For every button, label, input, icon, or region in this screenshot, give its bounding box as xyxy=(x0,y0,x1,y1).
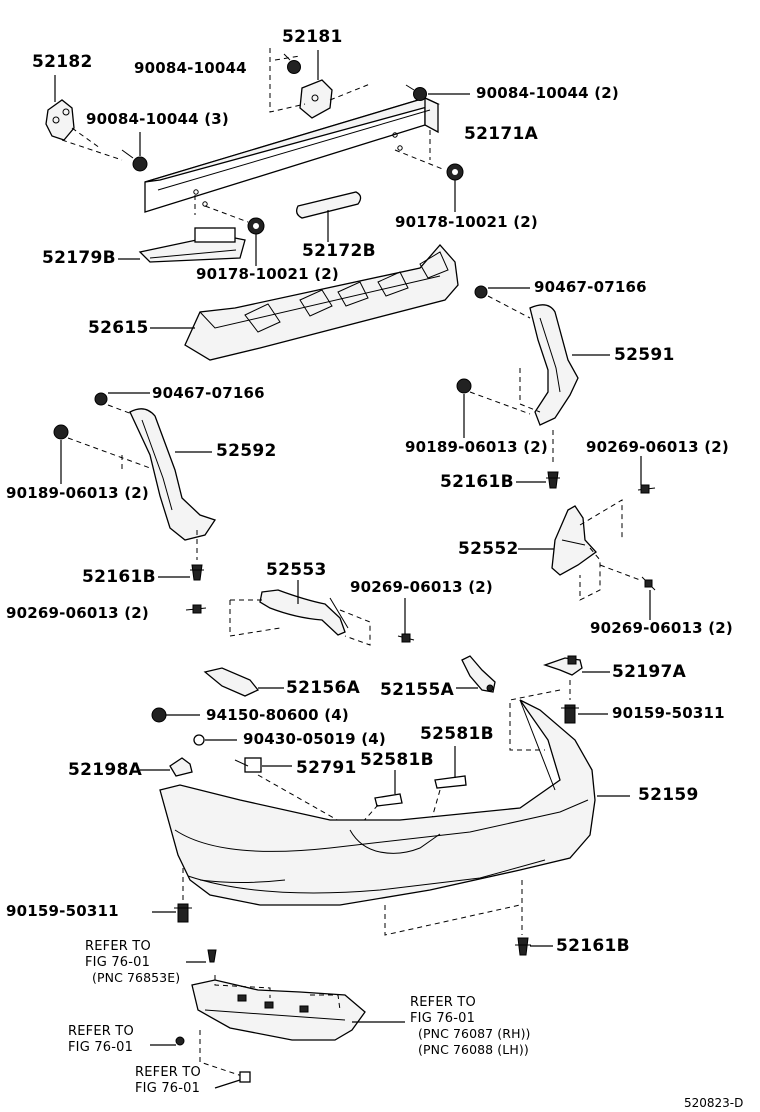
rivet-90269-l1 xyxy=(185,604,207,614)
label-52197a: 52197A xyxy=(612,662,687,682)
label-52172b: 52172B xyxy=(302,241,376,261)
label-90159-50311-left: 90159-50311 xyxy=(6,902,119,920)
rivet-52161b-1 xyxy=(546,471,560,489)
clip-90430 xyxy=(193,734,205,746)
label-90269-06013-r1: 90269-06013 (2) xyxy=(586,438,729,456)
refer-3-line1: REFER TO xyxy=(68,1024,134,1039)
bumper-reinforcement-52171a xyxy=(144,96,440,213)
rivet-52161b-2 xyxy=(190,564,204,581)
pad-52179b xyxy=(138,227,246,263)
label-52552: 52552 xyxy=(458,539,519,559)
bolt-90084-top xyxy=(283,53,301,74)
extension-52553 xyxy=(259,589,349,636)
label-52581b-2: 52581B xyxy=(420,724,494,744)
label-90430-05019: 90430-05019 (4) xyxy=(243,730,386,748)
label-90269-06013-l1: 90269-06013 (2) xyxy=(6,604,149,622)
label-52591: 52591 xyxy=(614,345,675,365)
retainer-52592 xyxy=(129,408,217,541)
nut-90178-right xyxy=(446,163,464,181)
bracket-52156a xyxy=(203,667,260,697)
label-52179b: 52179B xyxy=(42,248,116,268)
label-52156a: 52156A xyxy=(286,678,361,698)
screw-90467-left xyxy=(94,392,108,406)
screw-90467-right xyxy=(474,285,488,299)
retainer-52591 xyxy=(529,304,579,426)
bumper-cover-52159 xyxy=(159,699,596,906)
refer-2-line4: (PNC 76088 (LH)) xyxy=(418,1042,529,1057)
label-52592: 52592 xyxy=(216,441,277,461)
label-90178-10021-right: 90178-10021 (2) xyxy=(395,213,538,231)
bolt-ref-1 xyxy=(207,949,217,963)
screw-90159-right xyxy=(561,704,579,724)
nut-ref-3 xyxy=(175,1036,185,1046)
extension-52552 xyxy=(551,505,597,576)
rivet-90269-r2 xyxy=(641,576,656,591)
label-52581b-1: 52581B xyxy=(360,750,434,770)
bracket-52197a xyxy=(542,655,583,676)
label-52155a: 52155A xyxy=(380,680,455,700)
clip-52791 xyxy=(234,757,262,773)
label-52791: 52791 xyxy=(296,758,357,778)
nut-90178-left xyxy=(247,217,265,235)
refer-2-line1: REFER TO xyxy=(410,995,476,1010)
bracket-52181 xyxy=(299,79,333,119)
refer-2-line3: (PNC 76087 (RH)) xyxy=(418,1026,531,1041)
label-90269-06013-l2: 90269-06013 (2) xyxy=(350,578,493,596)
label-52159: 52159 xyxy=(638,785,699,805)
bracket-52155a xyxy=(461,655,496,693)
pad-52581b-2 xyxy=(434,775,467,789)
rivet-52161b-3 xyxy=(515,937,531,956)
refer-4-line2: FIG 76-01 xyxy=(135,1081,201,1096)
rivet-90269-l2 xyxy=(397,633,415,643)
lower-extension-ref xyxy=(191,979,366,1041)
absorber-52615 xyxy=(184,244,459,361)
label-90159-50311-right: 90159-50311 xyxy=(612,704,725,722)
label-94150-80600: 94150-80600 (4) xyxy=(206,706,349,724)
rivet-90269-r1 xyxy=(637,484,656,494)
label-52615: 52615 xyxy=(88,318,149,338)
screw-90159-left xyxy=(174,903,192,923)
bracket-52182 xyxy=(45,99,75,141)
label-52181: 52181 xyxy=(282,27,343,47)
clip-ref-4 xyxy=(239,1071,251,1083)
figure-code: 520823-D xyxy=(684,1096,744,1110)
label-90084-10044-top: 90084-10044 xyxy=(134,59,247,77)
label-90084-10044-2: 90084-10044 (2) xyxy=(476,84,619,102)
label-52182: 52182 xyxy=(32,52,93,72)
bolt-90084-right xyxy=(405,84,427,101)
refer-4-line1: REFER TO xyxy=(135,1065,201,1080)
clip-90189-left xyxy=(53,424,69,440)
label-52198a: 52198A xyxy=(68,760,143,780)
clip-94150 xyxy=(151,707,167,723)
refer-3-line2: FIG 76-01 xyxy=(68,1040,134,1055)
label-90189-06013-left: 90189-06013 (2) xyxy=(6,484,149,502)
bolt-90084-3 xyxy=(121,149,148,172)
spacer-52172b xyxy=(296,191,362,219)
refer-1-line1: REFER TO xyxy=(85,939,151,954)
label-90084-10044-3: 90084-10044 (3) xyxy=(86,110,229,128)
refer-1-line3: (PNC 76853E) xyxy=(92,970,181,985)
label-52161b-3: 52161B xyxy=(556,936,630,956)
label-52161b-2: 52161B xyxy=(82,567,156,587)
bracket-52198a xyxy=(169,757,193,777)
label-52161b-1: 52161B xyxy=(440,472,514,492)
label-90178-10021-left: 90178-10021 (2) xyxy=(196,265,339,283)
label-90269-06013-r2: 90269-06013 (2) xyxy=(590,619,733,637)
label-90189-06013-right: 90189-06013 (2) xyxy=(405,438,548,456)
label-90467-07166-left: 90467-07166 xyxy=(152,384,265,402)
pad-52581b-1 xyxy=(374,793,403,807)
clip-90189-right xyxy=(456,378,472,394)
label-52553: 52553 xyxy=(266,560,327,580)
label-90467-07166-right: 90467-07166 xyxy=(534,278,647,296)
refer-2-line2: FIG 76-01 xyxy=(410,1011,476,1026)
refer-1-line2: FIG 76-01 xyxy=(85,955,151,970)
label-52171a: 52171A xyxy=(464,124,539,144)
